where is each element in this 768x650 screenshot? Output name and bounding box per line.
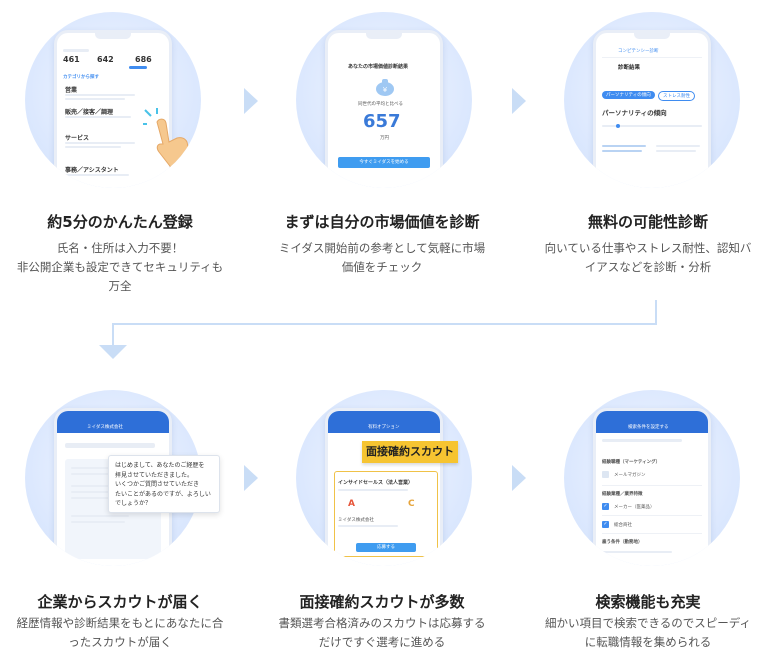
step-title: 検索機能も充実 <box>595 593 701 611</box>
scout-message-bubble: はじめまして、あなたのご経歴を 拝見させていただきました。 いくつかご質問させて… <box>108 455 220 513</box>
app-bar-title: ミイダス株式会社 <box>87 425 123 430</box>
apply-button[interactable]: 応募する <box>356 543 416 552</box>
step-title: まずは自分の市場価値を診断 <box>284 213 480 231</box>
checkbox-checked[interactable]: ✓ <box>602 521 609 528</box>
app-bar-title: コンピテンシー診断 <box>618 49 659 54</box>
arrow-down-icon <box>99 345 127 359</box>
step-description: 細かい項目で検索できるのでスピーディ に転職情報を集められる <box>545 616 751 649</box>
filter-section: 雇う条件（勤務地） <box>602 540 643 545</box>
svg-text:¥: ¥ <box>383 86 388 94</box>
step-description: ミイダス開始前の参考として気軽に市場 価値をチェック <box>278 241 486 274</box>
step-title: 面接確約スカウトが多数 <box>299 593 465 611</box>
interview-guarantee-badge: 面接確約スカウト <box>362 441 458 463</box>
app-bar-title: 検索条件を設定する <box>628 425 669 430</box>
filter-option: メールマガジン <box>614 473 646 478</box>
money-bag-icon: ¥ <box>376 79 394 96</box>
step-illustration: 461 642 686 カテゴリから探す 営業 販売／接客／調理 サービス 事務… <box>25 12 201 188</box>
phone-mockup: あなたの市場価値診断結果 ¥ 同世代の平均と比べる 657 万円 今すぐミイダス… <box>325 30 443 188</box>
stat-number: 686 <box>135 55 152 64</box>
step-illustration: あなたの市場価値診断結果 ¥ 同世代の平均と比べる 657 万円 今すぐミイダス… <box>296 12 472 188</box>
step-description: 向いている仕事やストレス耐性、認知バ イアスなどを診断・分析 <box>544 241 752 274</box>
step-title: 企業からスカウトが届く <box>37 593 203 611</box>
result-title: 診断結果 <box>618 65 641 71</box>
category-item: 営業 <box>65 87 78 94</box>
step-illustration: 検索条件を設定する 経験職種（マーケティング） メールマガジン 経験業種／業界特… <box>564 390 740 566</box>
arrow-right-icon <box>512 465 526 491</box>
step-description: 経歴情報や診断結果をもとにあなたに合 ったスカウトが届く <box>16 616 224 649</box>
stat-number: 461 <box>63 55 80 64</box>
flow-connector <box>112 323 657 325</box>
category-header: カテゴリから探す <box>63 75 99 80</box>
section-title: パーソナリティの傾向 <box>602 109 667 117</box>
company-name: ミイダス株式会社 <box>338 518 374 523</box>
arrow-right-icon <box>244 465 258 491</box>
result-caption: 同世代の平均と比べる <box>358 102 403 107</box>
step-title: 約5分のかんたん登録 <box>47 213 193 231</box>
step-illustration: コンピテンシー診断 診断結果 パーソナリティの傾向 ストレス耐性 パーソナリティ… <box>564 12 740 188</box>
category-item: サービス <box>65 135 90 142</box>
app-bar-title: 有料オプション <box>368 425 400 430</box>
step-illustration: 有料オプション インサイドセールス（法人営業） A C ミイダス株式会社 応募す… <box>296 390 472 566</box>
phone-mockup: 461 642 686 カテゴリから探す 営業 販売／接客／調理 サービス 事務… <box>54 30 172 188</box>
checkbox[interactable] <box>602 471 609 478</box>
category-item: 事務／アシスタント <box>65 167 119 174</box>
arrow-right-icon <box>512 88 526 114</box>
filter-section: 経験業種／業界特徴 <box>602 492 643 497</box>
filter-section: 経験職種（マーケティング） <box>602 460 661 465</box>
filter-option: 総合商社 <box>614 523 632 528</box>
step-title: 無料の可能性診断 <box>587 213 708 231</box>
checkbox-checked[interactable]: ✓ <box>602 503 609 510</box>
tab-stress[interactable]: ストレス耐性 <box>658 91 695 101</box>
job-title: インサイドセールス（法人営業） <box>338 480 414 486</box>
market-value-unit: 万円 <box>380 136 389 141</box>
tab-personality[interactable]: パーソナリティの傾向 <box>602 91 655 99</box>
step-description: 書類選考合格済みのスカウトは応募する だけですぐ選考に進める <box>278 616 486 649</box>
start-button[interactable]: 今すぐミイダスを始める <box>338 157 430 168</box>
category-item: 販売／接客／調理 <box>65 109 114 116</box>
phone-mockup: 有料オプション インサイドセールス（法人営業） A C ミイダス株式会社 応募す… <box>325 408 443 566</box>
flow-connector <box>655 300 657 324</box>
tapping-hand-icon <box>143 108 196 180</box>
arrow-right-icon <box>244 88 258 114</box>
stat-number: 642 <box>97 55 114 64</box>
phone-mockup: 検索条件を設定する 経験職種（マーケティング） メールマガジン 経験業種／業界特… <box>593 408 711 566</box>
flow-connector <box>112 323 114 345</box>
result-header: あなたの市場価値診断結果 <box>348 64 409 70</box>
step-description: 氏名・住所は入力不要！ 非公開企業も設定できてセキュリティも 万全 <box>16 241 224 293</box>
phone-mockup: コンピテンシー診断 診断結果 パーソナリティの傾向 ストレス耐性 パーソナリティ… <box>593 30 711 188</box>
filter-option: メーカー（医薬品） <box>614 505 655 510</box>
market-value: 657 <box>363 111 401 132</box>
